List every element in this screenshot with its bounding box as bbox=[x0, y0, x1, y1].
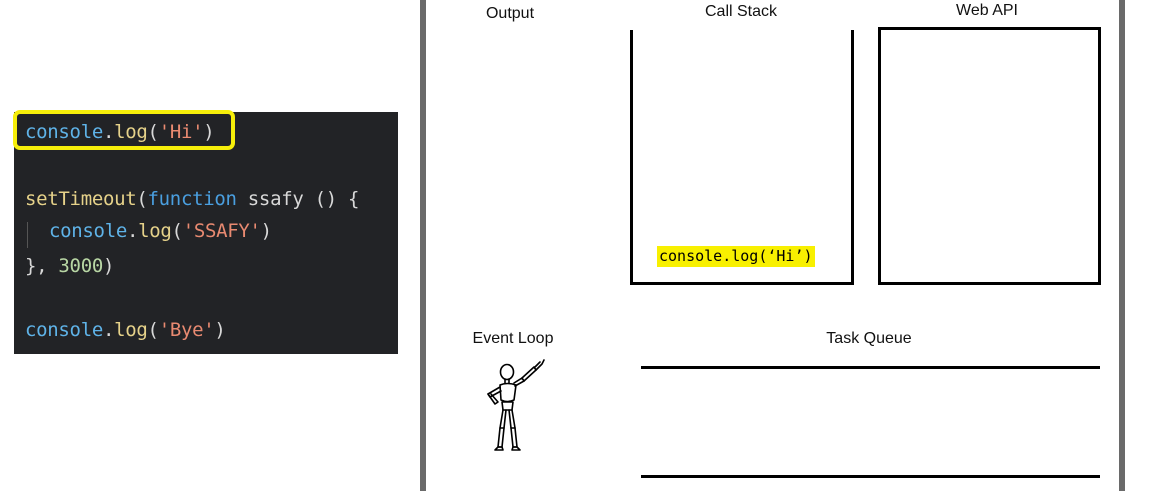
code-token: 'SSAFY' bbox=[182, 220, 261, 242]
right-divider bbox=[1119, 0, 1125, 491]
current-line-highlight bbox=[13, 110, 235, 150]
code-token: 'Bye' bbox=[158, 319, 215, 341]
code-token: log bbox=[138, 220, 172, 242]
code-token: function bbox=[147, 188, 237, 210]
code-line-2: setTimeout(function ssafy () { bbox=[25, 187, 359, 211]
code-token: setTimeout bbox=[25, 188, 137, 210]
code-token: ssafy () { bbox=[236, 188, 360, 210]
code-line-3: console.log('SSAFY') bbox=[49, 219, 272, 243]
code-token: . bbox=[102, 319, 115, 341]
code-token: ) bbox=[203, 121, 215, 143]
web-api-label: Web API bbox=[956, 2, 1018, 19]
code-token: }, bbox=[25, 255, 59, 277]
code-line-4: }, 3000) bbox=[25, 254, 114, 278]
code-panel: console.log('Hi') setTimeout(function ss… bbox=[14, 112, 398, 354]
web-api-container bbox=[878, 27, 1101, 285]
task-queue-bottom-line bbox=[641, 475, 1100, 478]
code-token: 3000 bbox=[58, 255, 103, 277]
call-stack-label: Call Stack bbox=[704, 3, 778, 20]
event-loop-label: Event Loop bbox=[472, 330, 554, 347]
code-line-1: console.log('Hi') bbox=[25, 120, 215, 144]
task-queue-label: Task Queue bbox=[826, 330, 912, 347]
code-token: ) bbox=[102, 255, 115, 277]
code-token: ( bbox=[136, 188, 148, 210]
indent-guide bbox=[27, 222, 28, 248]
code-line-5: console.log('Bye') bbox=[25, 318, 226, 342]
code-token: ( bbox=[147, 319, 159, 341]
call-stack-item: console.log(‘Hi’) bbox=[657, 246, 815, 267]
code-token: . bbox=[126, 220, 139, 242]
wooden-mannequin-pointing-icon bbox=[487, 359, 545, 451]
code-token: ( bbox=[147, 121, 159, 143]
output-label: Output bbox=[485, 5, 535, 22]
code-token: console bbox=[25, 319, 103, 341]
code-token: . bbox=[102, 121, 115, 143]
code-token: ( bbox=[171, 220, 183, 242]
code-token: console bbox=[49, 220, 127, 242]
code-token: 'Hi' bbox=[158, 121, 204, 143]
code-token: log bbox=[114, 319, 148, 341]
code-token: log bbox=[114, 121, 148, 143]
code-token: ) bbox=[214, 319, 226, 341]
task-queue-top-line bbox=[641, 366, 1100, 369]
call-stack-container bbox=[630, 30, 854, 285]
code-token: console bbox=[25, 121, 103, 143]
left-divider bbox=[420, 0, 426, 491]
code-token: ) bbox=[260, 220, 272, 242]
